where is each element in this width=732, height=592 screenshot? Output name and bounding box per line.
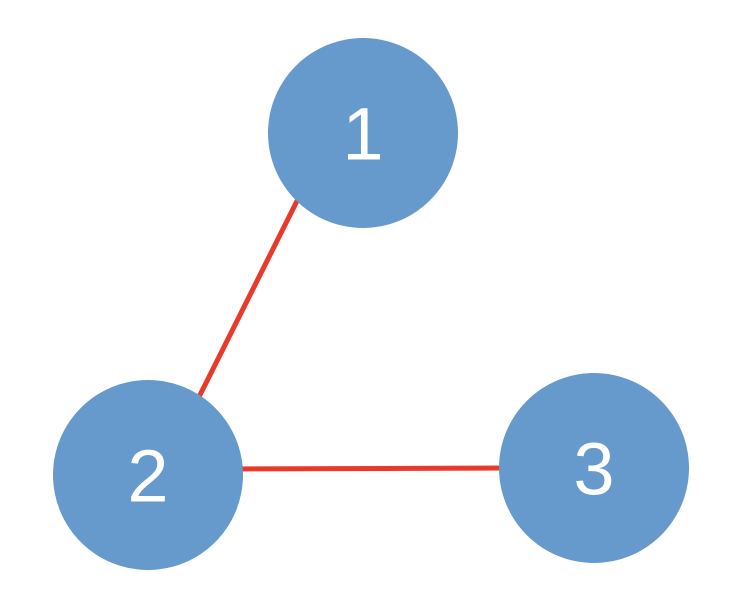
node-circle-3[interactable]	[499, 373, 689, 563]
node-layer: 12 3	[53, 38, 689, 570]
graph-node-1[interactable]: 1	[268, 38, 458, 228]
graph-node-3[interactable]: 3	[499, 373, 689, 563]
node-circle-1[interactable]	[268, 38, 458, 228]
graph-edge-2-3[interactable]	[224, 465, 516, 472]
node-circle-2[interactable]	[53, 380, 243, 570]
graph-node-2[interactable]: 2	[53, 380, 243, 570]
